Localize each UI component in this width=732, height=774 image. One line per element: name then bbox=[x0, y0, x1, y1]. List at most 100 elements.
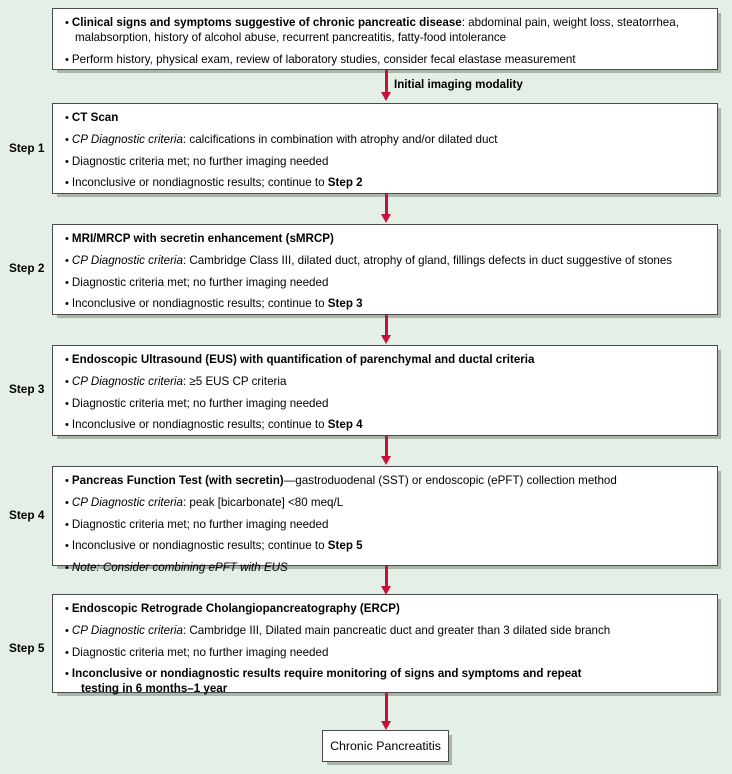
arrow-step2-to-step3 bbox=[385, 315, 388, 336]
step4-inconclusive-pre: Inconclusive or nondiagnostic results; c… bbox=[71, 539, 328, 553]
step1-title-text: CT Scan bbox=[71, 111, 119, 124]
step-label-2: Step 2 bbox=[9, 261, 45, 275]
step-box-3-content: • Endoscopic Ultrasound (EUS) with quant… bbox=[53, 346, 717, 440]
step-label-4: Step 4 bbox=[9, 508, 45, 522]
bullet-dot: • bbox=[65, 276, 72, 289]
step4-inconclusive: • Inconclusive or nondiagnostic results;… bbox=[65, 539, 707, 554]
step3-criteria: • CP Diagnostic criteria: ≥5 EUS CP crit… bbox=[65, 375, 707, 390]
step-box-2-content: • MRI/MRCP with secretin enhancement (sM… bbox=[53, 225, 717, 319]
step2-next-step-ref: Step 3 bbox=[327, 297, 363, 311]
step2-criteria-rest: : Cambridge Class III, dilated duct, atr… bbox=[182, 253, 673, 267]
step-box-5-content: • Endoscopic Retrograde Cholangiopancrea… bbox=[53, 595, 717, 704]
step2-title-text: MRI/MRCP with secretin enhancement (sMRC… bbox=[71, 232, 334, 245]
arrow-step1-to-step2 bbox=[385, 194, 388, 215]
terminal-label: Chronic Pancreatitis bbox=[330, 739, 441, 753]
step3-inconclusive: • Inconclusive or nondiagnostic results;… bbox=[65, 418, 707, 433]
step-box-4-content: • Pancreas Function Test (with secretin)… bbox=[53, 467, 717, 583]
step4-next-step-ref: Step 5 bbox=[327, 539, 363, 553]
arrow-intro-to-step1 bbox=[385, 70, 388, 93]
bullet-dot: • bbox=[65, 354, 72, 366]
arrow-step4-to-step5 bbox=[385, 566, 388, 587]
bullet-dot: • bbox=[65, 233, 72, 245]
step5-criteria-lead: CP Diagnostic criteria bbox=[71, 623, 183, 637]
step4-title-text: Pancreas Function Test (with secretin) bbox=[71, 474, 284, 487]
step-box-5: • Endoscopic Retrograde Cholangiopancrea… bbox=[52, 594, 718, 695]
step5-met-text: Diagnostic criteria met; no further imag… bbox=[71, 645, 329, 659]
bullet-dot: • bbox=[65, 375, 72, 388]
intro-bullet-2: • Perform history, physical exam, review… bbox=[65, 53, 707, 68]
step1-criteria: • CP Diagnostic criteria: calcifications… bbox=[65, 133, 707, 148]
step3-title-text: Endoscopic Ultrasound (EUS) with quantif… bbox=[71, 353, 535, 366]
step2-criteria: • CP Diagnostic criteria: Cambridge Clas… bbox=[65, 254, 707, 269]
step3-criteria-rest: : ≥5 EUS CP criteria bbox=[182, 374, 287, 388]
intro-box: • Clinical signs and symptoms suggestive… bbox=[52, 8, 718, 70]
step5-final: • Inconclusive or nondiagnostic results … bbox=[65, 667, 707, 697]
step-box-3: • Endoscopic Ultrasound (EUS) with quant… bbox=[52, 345, 718, 436]
step1-criteria-lead: CP Diagnostic criteria bbox=[71, 132, 183, 146]
step4-criteria-rest: : peak [bicarbonate] <80 meq/L bbox=[182, 495, 344, 509]
step-box-2: • MRI/MRCP with secretin enhancement (sM… bbox=[52, 224, 718, 315]
step5-met: • Diagnostic criteria met; no further im… bbox=[65, 646, 707, 661]
bullet-dot: • bbox=[65, 668, 72, 681]
step2-inconclusive-pre: Inconclusive or nondiagnostic results; c… bbox=[71, 297, 328, 311]
bullet-dot: • bbox=[65, 624, 72, 637]
bullet-dot: • bbox=[65, 646, 72, 659]
bullet-dot: • bbox=[65, 518, 72, 531]
bullet-dot: • bbox=[65, 17, 72, 29]
intro-bullet-2-text: Perform history, physical exam, review o… bbox=[71, 52, 576, 66]
intro-bullet-1-rest: : abdominal pain, weight loss, steatorrh… bbox=[75, 16, 679, 44]
step1-inconclusive-pre: Inconclusive or nondiagnostic results; c… bbox=[71, 176, 328, 190]
bullet-dot: • bbox=[65, 475, 72, 487]
step2-criteria-lead: CP Diagnostic criteria bbox=[71, 253, 183, 267]
step4-title: • Pancreas Function Test (with secretin)… bbox=[65, 474, 707, 489]
bullet-dot: • bbox=[65, 133, 72, 146]
bullet-dot: • bbox=[65, 540, 72, 553]
step5-title: • Endoscopic Retrograde Cholangiopancrea… bbox=[65, 602, 707, 617]
step4-met-text: Diagnostic criteria met; no further imag… bbox=[71, 517, 329, 531]
bullet-dot: • bbox=[65, 496, 72, 509]
bullet-dot: • bbox=[65, 155, 72, 168]
step4-criteria-lead: CP Diagnostic criteria bbox=[71, 495, 183, 509]
step4-met: • Diagnostic criteria met; no further im… bbox=[65, 518, 707, 533]
step1-title: • CT Scan bbox=[65, 111, 707, 126]
step-box-1-content: • CT Scan • CP Diagnostic criteria: calc… bbox=[53, 104, 717, 198]
step2-inconclusive: • Inconclusive or nondiagnostic results;… bbox=[65, 297, 707, 312]
bullet-dot: • bbox=[65, 177, 72, 190]
arrow-label-initial-imaging: Initial imaging modality bbox=[394, 78, 523, 91]
step3-criteria-lead: CP Diagnostic criteria bbox=[71, 374, 183, 388]
bullet-dot: • bbox=[65, 419, 72, 432]
arrow-step5-to-terminal bbox=[385, 693, 388, 722]
step1-met: • Diagnostic criteria met; no further im… bbox=[65, 155, 707, 170]
step5-criteria: • CP Diagnostic criteria: Cambridge III,… bbox=[65, 624, 707, 639]
step4-note-text: Note: Consider combining ePFT with EUS bbox=[71, 561, 288, 575]
step1-criteria-rest: : calcifications in combination with atr… bbox=[182, 132, 498, 146]
bullet-dot: • bbox=[65, 603, 72, 615]
bullet-dot: • bbox=[65, 254, 72, 267]
bullet-dot: • bbox=[65, 562, 72, 575]
step4-note: • Note: Consider combining ePFT with EUS bbox=[65, 561, 707, 576]
bullet-dot: • bbox=[65, 112, 72, 124]
intro-bullet-1: • Clinical signs and symptoms suggestive… bbox=[65, 16, 707, 46]
step1-next-step-ref: Step 2 bbox=[327, 176, 363, 190]
step1-met-text: Diagnostic criteria met; no further imag… bbox=[71, 154, 329, 168]
terminal-box-chronic-pancreatitis: Chronic Pancreatitis bbox=[322, 730, 449, 762]
step2-title: • MRI/MRCP with secretin enhancement (sM… bbox=[65, 232, 707, 247]
step3-next-step-ref: Step 4 bbox=[327, 418, 363, 432]
step5-final-line-1: Inconclusive or nondiagnostic results re… bbox=[71, 667, 582, 681]
bullet-dot: • bbox=[65, 397, 72, 410]
step4-title-rest: —gastroduodenal (SST) or endoscopic (ePF… bbox=[283, 474, 617, 487]
step3-met-text: Diagnostic criteria met; no further imag… bbox=[71, 396, 329, 410]
intro-bullet-1-lead: Clinical signs and symptoms suggestive o… bbox=[71, 16, 462, 29]
bullet-dot: • bbox=[65, 53, 72, 66]
step-box-1: • CT Scan • CP Diagnostic criteria: calc… bbox=[52, 103, 718, 194]
step3-met: • Diagnostic criteria met; no further im… bbox=[65, 397, 707, 412]
intro-box-content: • Clinical signs and symptoms suggestive… bbox=[53, 9, 717, 74]
step5-final-line-2: testing in 6 months–1 year bbox=[81, 682, 228, 696]
arrow-step3-to-step4 bbox=[385, 436, 388, 457]
step5-criteria-rest: : Cambridge III, Dilated main pancreatic… bbox=[182, 623, 611, 637]
step-label-1: Step 1 bbox=[9, 141, 45, 155]
step1-inconclusive: • Inconclusive or nondiagnostic results;… bbox=[65, 176, 707, 191]
step3-title: • Endoscopic Ultrasound (EUS) with quant… bbox=[65, 353, 707, 368]
step2-met-text: Diagnostic criteria met; no further imag… bbox=[71, 275, 329, 289]
